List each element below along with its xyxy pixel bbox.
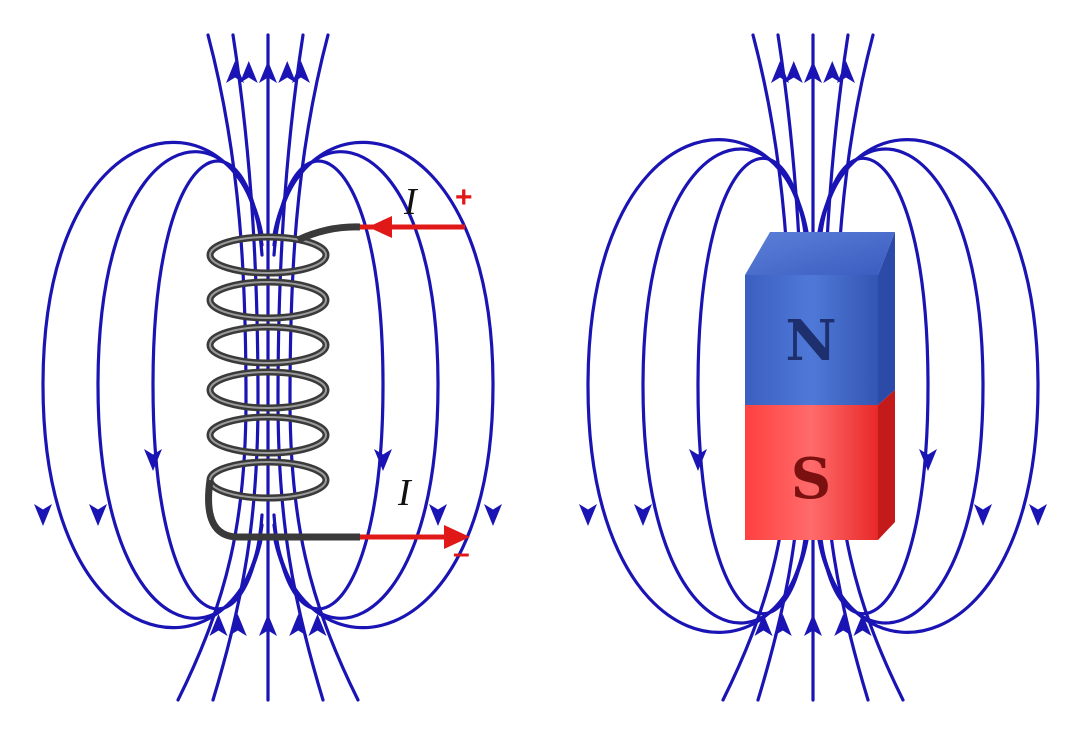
magnet-left-loop-2-arrow [634, 504, 652, 526]
magnet-left-loop-1-arrow [579, 504, 597, 526]
current-out-label: I [397, 472, 413, 514]
bar-magnet: N S [745, 232, 895, 540]
solenoid-axial-line-5-top-arrow [292, 61, 310, 83]
solenoid-axial-line-4-top-arrow [278, 61, 297, 83]
current-out-sign: – [453, 537, 470, 570]
solenoid-right-loop-2-arrow [429, 504, 447, 526]
solenoid-axial-line-2-top-arrow [239, 61, 258, 83]
current-in-sign: + [455, 181, 473, 214]
solenoid-right-loop-3 [272, 159, 385, 611]
coil-icon [205, 223, 361, 541]
solenoid-axial-line-5-bottom-arrow [308, 614, 327, 636]
magnet-right-loop-1-arrow [1029, 504, 1047, 526]
magnet-side-face-south [878, 390, 895, 540]
solenoid-axial-line-4-bottom-arrow [289, 614, 308, 636]
magnet-axial-line-5-bottom-arrow [853, 614, 872, 636]
magnet-side-face-north [878, 232, 895, 405]
coil-turn-2-highlight [209, 281, 327, 319]
solenoid-axial-line-1 [176, 33, 248, 702]
magnet-north-label: N [785, 308, 836, 374]
magnet-axial-line-1-bottom-arrow [754, 614, 773, 636]
magnet-north-face [745, 275, 878, 405]
current-in-arrow [360, 216, 465, 238]
solenoid-axial-line-5 [288, 33, 360, 702]
solenoid-axial-line-3-bottom-arrow [259, 614, 277, 636]
solenoid-panel: I + I – [34, 33, 502, 702]
solenoid-axial-line-2-bottom-arrow [228, 614, 247, 636]
solenoid-left-loop-1-arrow [34, 504, 52, 526]
magnet-axial-line-3-bottom-arrow [804, 614, 822, 636]
current-in-label: I [403, 181, 419, 223]
solenoid-left-loop-2 [96, 150, 264, 620]
solenoid-right-loop-1-arrow [484, 504, 502, 526]
solenoid-axial-line-3-top-arrow [259, 61, 277, 83]
solenoid-left-loop-1 [41, 140, 264, 630]
coil-turn-1-highlight [209, 236, 327, 274]
magnet-top-face [745, 232, 895, 275]
magnet-right-loop-2-arrow [974, 504, 992, 526]
solenoid-axial-line-1-bottom-arrow [209, 614, 228, 636]
coil-lead-top [296, 223, 361, 244]
bar-magnet-panel: N S [579, 33, 1047, 702]
magnet-south-label: S [791, 446, 831, 512]
coil-turn-4-highlight [209, 371, 327, 409]
magnet-left-loop-3 [696, 156, 809, 616]
solenoid-left-loop-2-arrow [89, 504, 107, 526]
magnet-axial-line-2-bottom-arrow [773, 614, 792, 636]
solenoid-left-loop-3-arrow [144, 449, 162, 471]
solenoid-axial-line-2 [211, 33, 260, 702]
magnet-axial-line-3-top-arrow [804, 61, 822, 83]
solenoid-right-loop-1 [272, 140, 495, 630]
coil-turn-5-highlight [209, 416, 327, 454]
magnet-left-loop-3-arrow [689, 449, 707, 471]
solenoid-left-loop-3 [151, 159, 264, 611]
magnet-axial-line-4-bottom-arrow [834, 614, 853, 636]
magnet-right-loop-3-arrow [919, 449, 937, 471]
current-out-arrow [360, 525, 470, 549]
coil-turn-3-highlight [209, 326, 327, 364]
magnet-axial-line-2-top-arrow [784, 61, 803, 83]
magnet-south-face [745, 405, 878, 540]
coil-lead-bottom [205, 479, 360, 541]
magnet-axial-line-4-top-arrow [823, 61, 842, 83]
solenoid-axial-line-4 [276, 33, 325, 702]
solenoid-field-lines [34, 33, 502, 702]
magnet-axial-line-5-top-arrow [837, 61, 855, 83]
magnet-left-loop-1 [586, 138, 809, 634]
magnet-right-loop-3 [817, 156, 930, 616]
solenoid-right-loop-3-arrow [374, 449, 392, 471]
magnet-right-loop-1 [817, 138, 1040, 634]
